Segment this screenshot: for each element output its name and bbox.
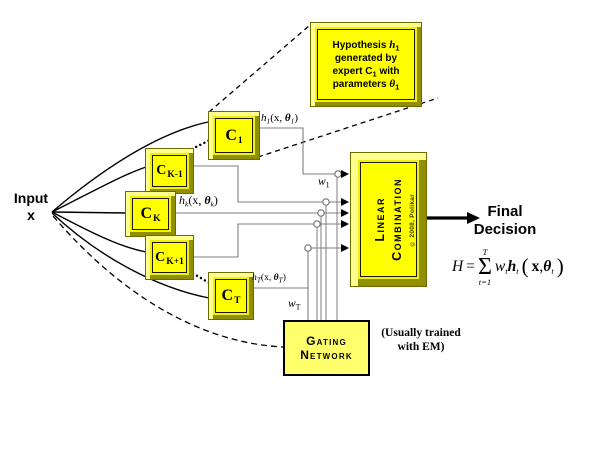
input-label-word: Input (13, 190, 49, 206)
multiplier-junction-circles (304, 170, 342, 252)
weight-label-w1: w1 (318, 176, 330, 190)
hypothesis-callout-text: Hypothesis h1 generated by expert C1 wit… (332, 38, 400, 91)
hypothesis-label-h1: h1(x, θ1) (261, 112, 299, 126)
gating-network-box: Gating Network (283, 320, 370, 376)
linear-combination-box: Linear Combination © 2008, Polikar (350, 152, 427, 287)
final-decision-formula: H = T Σ t=1 wtht ( x,θt ) (452, 247, 564, 288)
copyright-credit: © 2008, Polikar (409, 193, 416, 248)
expert-box-ck-minus-1: CK-1 (145, 148, 194, 194)
input-label: Input x (4, 190, 58, 224)
expert-label-ck-plus-1: CK+1 (155, 249, 184, 267)
linear-combination-label-word2: Combination (390, 178, 404, 261)
gating-weight-wires (316, 176, 338, 320)
hypothesis-wires (174, 127, 344, 320)
expert-box-ck-plus-1: CK+1 (145, 235, 194, 280)
wire-arrowheads (341, 170, 349, 252)
final-decision-arrow (426, 212, 480, 224)
input-fan-lines (51, 121, 210, 299)
hypothesis-callout-box: Hypothesis h1 generated by expert C1 wit… (310, 22, 422, 107)
expert-label-ck: CK (140, 205, 161, 225)
summation-symbol: T Σ t=1 (477, 247, 492, 288)
callout-perspective-lines (208, 24, 439, 158)
expert-label-ct: CT (221, 287, 241, 307)
weight-label-wt: wT (288, 298, 301, 312)
hypothesis-label-ht: hT(x, θT) (252, 273, 286, 285)
expert-label-ck-minus-1: CK-1 (156, 163, 183, 181)
expert-box-ct: CT (208, 272, 254, 320)
gating-network-label-line1: Gating (306, 334, 347, 348)
em-training-note: (Usually trained with EM) (381, 327, 461, 353)
input-to-gating-dashed-line (52, 215, 284, 348)
linear-combination-label-word1: Linear (373, 197, 387, 242)
expert-box-ck: CK (125, 191, 176, 237)
gating-network-label-line2: Network (300, 348, 353, 362)
hypothesis-label-hk: hk(x, θk) (179, 193, 218, 209)
expert-box-c1: C1 (208, 111, 260, 160)
final-decision-label: Final Decision (473, 203, 537, 238)
input-label-x: x (27, 207, 35, 223)
expert-label-c1: C1 (225, 126, 243, 146)
